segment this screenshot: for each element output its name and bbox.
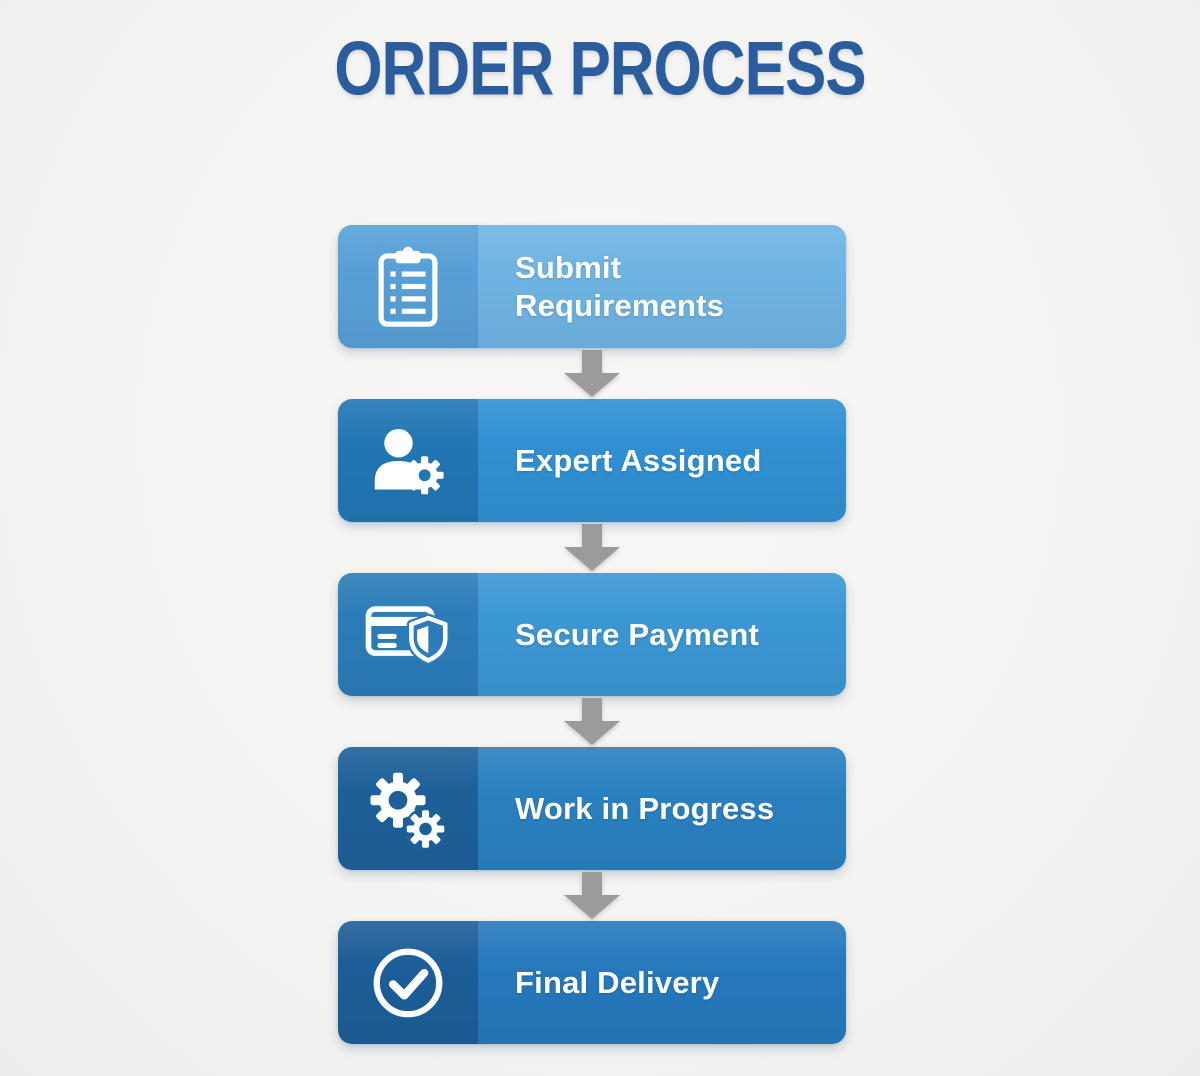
step-work-in-progress: Work in Progress [338, 747, 846, 870]
clipboard-checklist-icon [338, 225, 478, 348]
arrow-down-icon [564, 350, 620, 397]
flow-connector [338, 696, 846, 747]
flow-connector [338, 348, 846, 399]
flow-connector [338, 870, 846, 921]
arrow-down-icon [564, 872, 620, 919]
step-submit-requirements: Submit Requirements [338, 225, 846, 348]
step-label-panel: Work in Progress [478, 747, 846, 870]
step-expert-assigned: Expert Assigned [338, 399, 846, 522]
flow-connector [338, 522, 846, 573]
step-label: Final Delivery [515, 964, 720, 1000]
step-label-panel: Secure Payment [478, 573, 846, 696]
step-label-panel: Expert Assigned [478, 399, 846, 522]
page-title: ORDER PROCESS [334, 27, 866, 112]
step-label: Secure Payment [515, 616, 760, 652]
step-final-delivery: Final Delivery [338, 921, 846, 1044]
step-label: Work in Progress [515, 790, 775, 826]
step-secure-payment: Secure Payment [338, 573, 846, 696]
step-label: Submit Requirements [515, 249, 725, 323]
gears-icon [338, 747, 478, 870]
credit-card-shield-icon [338, 573, 478, 696]
step-label-panel: Submit Requirements [478, 225, 846, 348]
user-gear-icon [338, 399, 478, 522]
step-label-panel: Final Delivery [478, 921, 846, 1044]
step-label: Expert Assigned [515, 442, 762, 478]
process-flow: Submit Requirements [338, 225, 846, 1044]
check-circle-icon [338, 921, 478, 1044]
arrow-down-icon [564, 698, 620, 745]
arrow-down-icon [564, 524, 620, 571]
